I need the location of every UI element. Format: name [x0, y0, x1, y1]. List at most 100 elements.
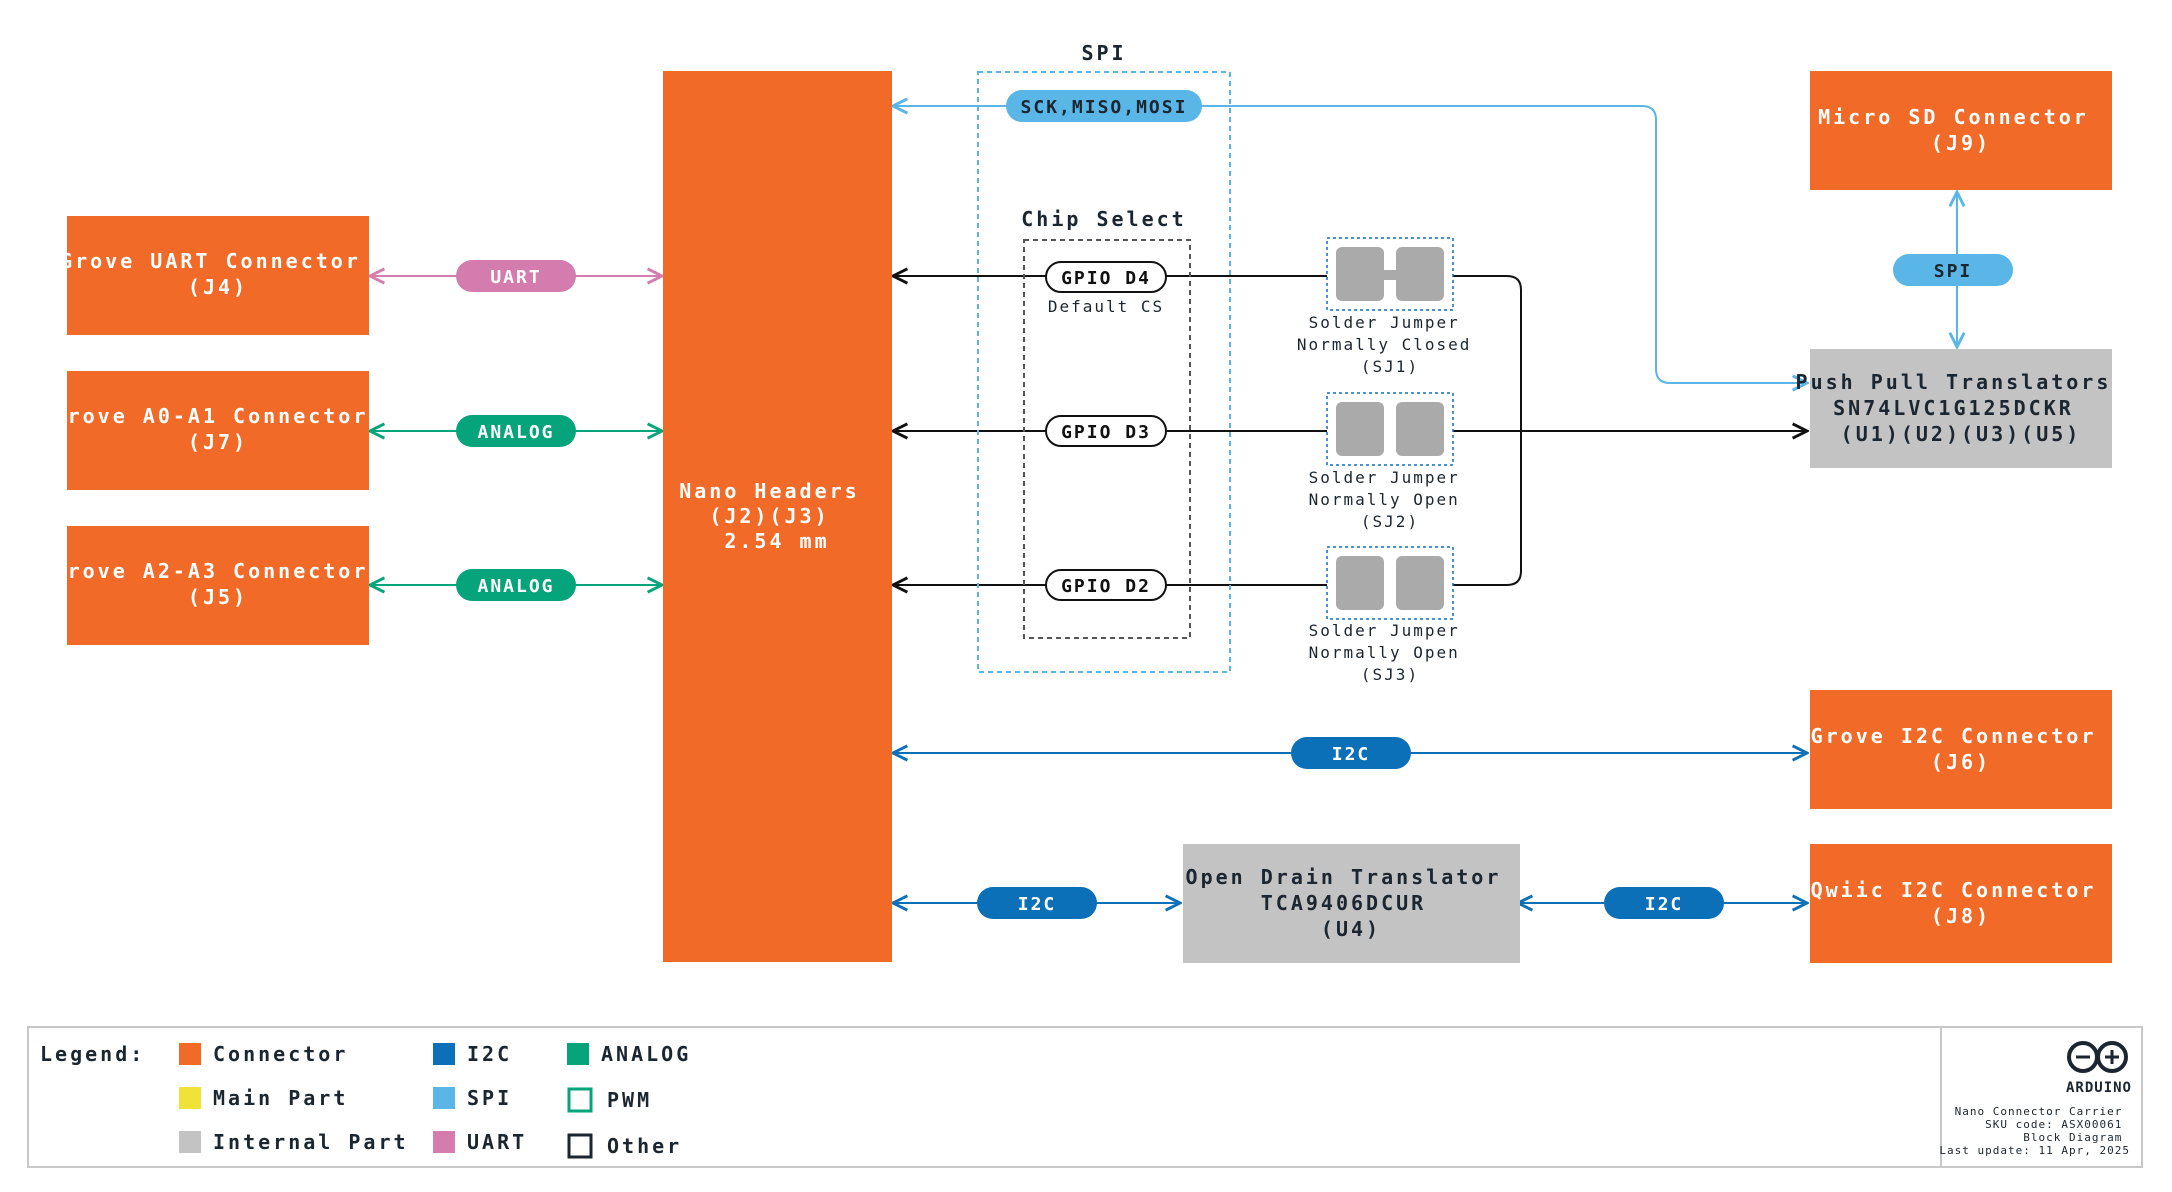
grove-i2c-title: Grove I2C Connector: [1811, 724, 2097, 748]
grove-uart-title: Grove UART Connector: [60, 249, 361, 273]
push-pull-part: SN74LVC1G125DCKR: [1833, 396, 2074, 420]
push-pull-title: Push Pull Translators: [1796, 370, 2112, 394]
grove-a2-a3-block: [67, 526, 369, 645]
spi-bus-pill-label: SCK,MISO,MOSI: [1021, 97, 1188, 118]
gpio-d4-pill-label: GPIO D4: [1061, 268, 1151, 289]
sj3-label-1: Solder Jumper: [1309, 621, 1460, 640]
qwiic-i2c-block: [1810, 844, 2112, 963]
gpio-d2-pill-label: GPIO D2: [1061, 576, 1151, 597]
sj2-label-2: Normally Open: [1309, 490, 1460, 509]
footer-doc: Block Diagram: [2023, 1131, 2122, 1144]
svg-text:Qwiic I2C Connector (J8): Qwiic I2C Connector (J8): [1811, 878, 2112, 928]
gpio-d2-line: [893, 431, 1522, 585]
legend-spi-swatch: [433, 1087, 455, 1109]
footer-sku: SKU code: ASX00061: [1985, 1118, 2122, 1131]
grove-a0-a1-block: [67, 371, 369, 490]
svg-text:Grove A2-A3 Connector (J5): Grove A2-A3 Connector (J5): [53, 559, 384, 609]
legend-spi-label: SPI: [467, 1086, 512, 1110]
legend-main-part-swatch: [179, 1087, 201, 1109]
micro-sd-ref: (J9): [1931, 131, 1991, 155]
sj3-label-3: (SJ3): [1361, 665, 1419, 684]
legend-pwm-swatch: [567, 1087, 593, 1113]
legend-analog-label: ANALOG: [601, 1042, 691, 1066]
sj3-label-2: Normally Open: [1309, 643, 1460, 662]
grove-a2-a3-title: Grove A2-A3 Connector: [53, 559, 369, 583]
legend-connector-label: Connector: [213, 1042, 348, 1066]
open-drain-title: Open Drain Translator: [1186, 865, 1502, 889]
grove-a0-a1-ref: (J7): [188, 430, 248, 454]
svg-text:Nano Headers (J2)(J3): Nano Headers (J2)(J3) 2.54 mm: [679, 479, 875, 553]
spi-group-box: [977, 71, 1231, 673]
spi-group-label: SPI: [1081, 41, 1126, 65]
uart-pill: [456, 260, 576, 292]
legend-title: Legend:: [40, 1042, 145, 1066]
spi-bus-line: [893, 106, 1807, 383]
legend-box: [27, 1026, 2143, 1168]
i2c-grove-pill: [1291, 737, 1411, 769]
legend-uart-label: UART: [467, 1130, 527, 1154]
nano-headers-block: [663, 71, 892, 962]
sj2-label-1: Solder Jumper: [1309, 468, 1460, 487]
i2c-left-pill: [977, 887, 1097, 919]
legend-analog-swatch: [567, 1043, 589, 1065]
push-pull-block: [1810, 349, 2112, 468]
micro-sd-title: Micro SD Connector: [1818, 105, 2089, 129]
micro-sd-block: [1810, 71, 2112, 190]
solder-jumper-sj2: [1326, 392, 1454, 466]
spi-sd-pill: [1893, 254, 2013, 286]
sj2-label-3: (SJ2): [1361, 512, 1419, 531]
i2c-left-pill-label: I2C: [1018, 894, 1057, 915]
grove-uart-block: [67, 216, 369, 335]
grove-i2c-ref: (J6): [1931, 750, 1991, 774]
i2c-grove-pill-label: I2C: [1332, 744, 1371, 765]
legend-uart-swatch: [433, 1131, 455, 1153]
svg-text:Nano Connector Carrier SKU: Nano Connector Carrier SKU code: ASX0006…: [1939, 1105, 2130, 1157]
gpio-d4-pill: [1045, 261, 1167, 293]
sj1-label-1: Solder Jumper: [1309, 313, 1460, 332]
analog-pill-1: [456, 415, 576, 447]
chip-select-label: Chip Select: [1021, 207, 1186, 231]
nano-headers-title: Nano Headers: [679, 479, 860, 503]
legend-connector-swatch: [179, 1043, 201, 1065]
grove-a2-a3-ref: (J5): [188, 585, 248, 609]
gpio-d2-pill: [1045, 569, 1167, 601]
legend-main-part-label: Main Part: [213, 1086, 348, 1110]
spi-bus-pill: [1006, 90, 1202, 122]
open-drain-part: TCA9406DCUR: [1261, 891, 1426, 915]
legend-internal-part-label: Internal Part: [213, 1130, 409, 1154]
legend-internal-part-swatch: [179, 1131, 201, 1153]
default-cs-label: Default CS: [1048, 297, 1164, 316]
legend-other-label: Other: [607, 1134, 682, 1158]
gpio-d3-pill: [1045, 415, 1167, 447]
push-pull-ref: (U1)(U2)(U3)(U5): [1841, 422, 2082, 446]
spi-sd-pill-label: SPI: [1934, 261, 1973, 282]
arduino-logo-icon: [2067, 1041, 2128, 1073]
analog-pill-2: [456, 569, 576, 601]
solder-jumper-sj3: [1326, 546, 1454, 620]
solder-jumper-sj1: [1326, 237, 1454, 311]
svg-text:Push Pull Translators SN74: Push Pull Translators SN74LVC1G125DCKR (…: [1796, 370, 2127, 446]
grove-a0-a1-title: Grove A0-A1 Connector: [53, 404, 369, 428]
svg-text:Open Drain Translator TCA9: Open Drain Translator TCA9406DCUR (U4): [1186, 865, 1517, 941]
analog-pill-2-label: ANALOG: [477, 576, 554, 597]
open-drain-block: [1183, 844, 1520, 963]
grove-i2c-block: [1810, 690, 2112, 809]
nano-headers-ref: (J2)(J3): [709, 504, 829, 528]
analog-pill-1-label: ANALOG: [477, 422, 554, 443]
svg-text:Grove I2C Connector (J6): Grove I2C Connector (J6): [1811, 724, 2112, 774]
qwiic-i2c-title: Qwiic I2C Connector: [1811, 878, 2097, 902]
gpio-d4-line: [893, 276, 1522, 431]
i2c-right-pill: [1604, 887, 1724, 919]
qwiic-i2c-ref: (J8): [1931, 904, 1991, 928]
svg-text:Solder Jumper Normally Clo: Solder Jumper Normally Closed (SJ1): [1297, 313, 1483, 376]
svg-text:Solder Jumper Normally Ope: Solder Jumper Normally Open (SJ3): [1309, 621, 1472, 684]
legend-i2c-swatch: [433, 1043, 455, 1065]
arduino-brand-label: ARDUINO: [2066, 1080, 2132, 1096]
legend-other-swatch: [567, 1133, 593, 1159]
chip-select-box: [1023, 239, 1191, 639]
sj1-label-3: (SJ1): [1361, 357, 1419, 376]
i2c-right-pill-label: I2C: [1645, 894, 1684, 915]
sj1-label-2: Normally Closed: [1297, 335, 1472, 354]
open-drain-ref: (U4): [1321, 917, 1381, 941]
